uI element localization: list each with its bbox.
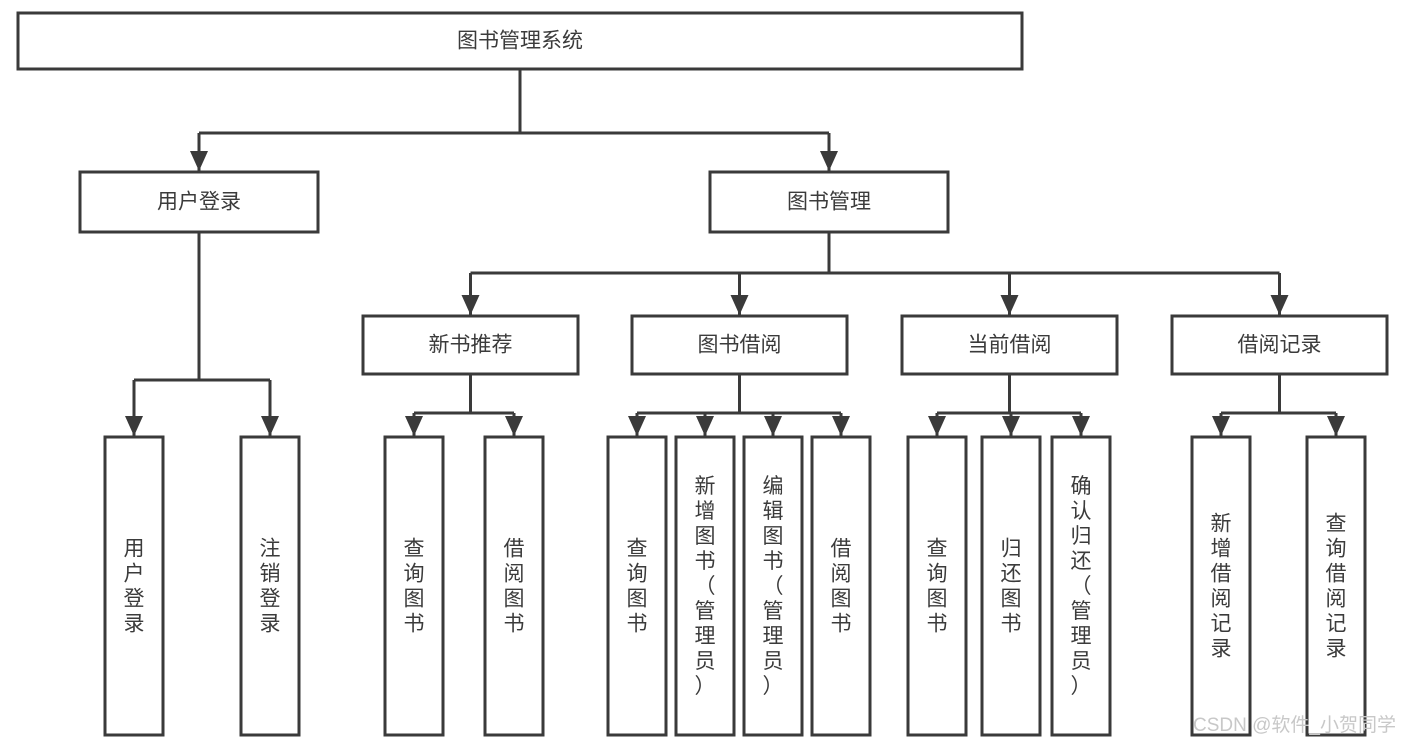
node-rect	[708, 170, 950, 234]
arrow-head-icon	[461, 295, 480, 315]
node-label: 编辑图书（管理员）	[763, 475, 784, 698]
node-rect	[1190, 435, 1252, 737]
node-label: 图书管理	[787, 191, 871, 214]
node-layer: 图书管理系统用户登录图书管理新书推荐图书借阅当前借阅借阅记录用户登录注销登录查询…	[16, 11, 1389, 737]
node-label: 图书管理系统	[457, 30, 583, 53]
leaf-node-查询图书[interactable]: 查询图书	[606, 435, 668, 737]
node-rect	[900, 314, 1119, 376]
node-rect	[239, 435, 301, 737]
arrow-head-icon	[1072, 416, 1090, 436]
arrow-head-icon	[928, 416, 946, 436]
arrow-head-icon	[832, 416, 850, 436]
leaf-node-新增图书管理员[interactable]: 新增图书（管理员）	[674, 435, 736, 737]
arrow-head-icon	[1002, 416, 1020, 436]
level3-node-新书推荐[interactable]: 新书推荐	[361, 314, 580, 376]
node-rect	[1050, 435, 1112, 737]
node-label: 新增借阅记录	[1211, 513, 1232, 661]
arrow-head-icon	[696, 416, 714, 436]
leaf-node-用户登录[interactable]: 用户登录	[103, 435, 165, 737]
node-label: 当前借阅	[968, 334, 1052, 357]
node-rect	[383, 435, 445, 737]
leaf-node-查询图书[interactable]: 查询图书	[383, 435, 445, 737]
arrow-head-icon	[505, 416, 523, 436]
node-label: 图书借阅	[698, 334, 782, 357]
node-label: 查询图书	[627, 538, 648, 636]
connector-layer	[125, 69, 1345, 436]
leaf-node-编辑图书管理员[interactable]: 编辑图书（管理员）	[742, 435, 804, 737]
arrow-head-icon	[125, 416, 143, 436]
leaf-node-查询图书[interactable]: 查询图书	[906, 435, 968, 737]
level3-node-借阅记录[interactable]: 借阅记录	[1170, 314, 1389, 376]
node-rect	[810, 435, 872, 737]
level3-node-当前借阅[interactable]: 当前借阅	[900, 314, 1119, 376]
level2-node-用户登录[interactable]: 用户登录	[78, 170, 320, 234]
leaf-node-查询借阅记录[interactable]: 查询借阅记录	[1305, 435, 1367, 737]
arrow-head-icon	[730, 295, 749, 315]
arrow-head-icon	[1270, 295, 1289, 315]
csdn-watermark: CSDN @软件_小贺同学	[1193, 714, 1396, 736]
node-rect	[483, 435, 545, 737]
arrow-head-icon	[820, 151, 838, 171]
leaf-node-新增借阅记录[interactable]: 新增借阅记录	[1190, 435, 1252, 737]
node-rect	[361, 314, 580, 376]
arrow-head-icon	[764, 416, 782, 436]
node-rect	[906, 435, 968, 737]
node-label: 查询图书	[927, 538, 948, 636]
arrow-head-icon	[628, 416, 646, 436]
node-label: 注销登录	[260, 538, 281, 636]
arrow-head-icon	[1212, 416, 1230, 436]
level3-node-图书借阅[interactable]: 图书借阅	[630, 314, 849, 376]
leaf-node-确认归还管理员[interactable]: 确认归还（管理员）	[1050, 435, 1112, 737]
node-rect	[1170, 314, 1389, 376]
node-label: 新增图书（管理员）	[695, 475, 716, 698]
node-label: 归还图书	[1001, 538, 1022, 636]
leaf-node-借阅图书[interactable]: 借阅图书	[810, 435, 872, 737]
arrow-head-icon	[1000, 295, 1019, 315]
node-label: 用户登录	[124, 538, 145, 636]
node-label: 借阅记录	[1238, 334, 1322, 357]
leaf-node-借阅图书[interactable]: 借阅图书	[483, 435, 545, 737]
node-rect	[1305, 435, 1367, 737]
node-rect	[103, 435, 165, 737]
node-label: 借阅图书	[504, 538, 525, 636]
node-label: 新书推荐	[429, 334, 513, 357]
leaf-node-归还图书[interactable]: 归还图书	[980, 435, 1042, 737]
node-label: 查询借阅记录	[1326, 513, 1347, 661]
node-rect	[78, 170, 320, 234]
node-label: 借阅图书	[831, 538, 852, 636]
node-rect	[606, 435, 668, 737]
node-label: 确认归还（管理员）	[1071, 475, 1092, 698]
leaf-node-注销登录[interactable]: 注销登录	[239, 435, 301, 737]
arrow-head-icon	[190, 151, 208, 171]
node-rect	[16, 11, 1024, 71]
node-label: 查询图书	[404, 538, 425, 636]
arrow-head-icon	[405, 416, 423, 436]
root-node-图书管理系统[interactable]: 图书管理系统	[16, 11, 1024, 71]
node-label: 用户登录	[157, 191, 241, 214]
node-rect	[674, 435, 736, 737]
node-rect	[630, 314, 849, 376]
arrow-head-icon	[1327, 416, 1345, 436]
level2-node-图书管理[interactable]: 图书管理	[708, 170, 950, 234]
arrow-head-icon	[261, 416, 279, 436]
node-rect	[980, 435, 1042, 737]
node-rect	[742, 435, 804, 737]
